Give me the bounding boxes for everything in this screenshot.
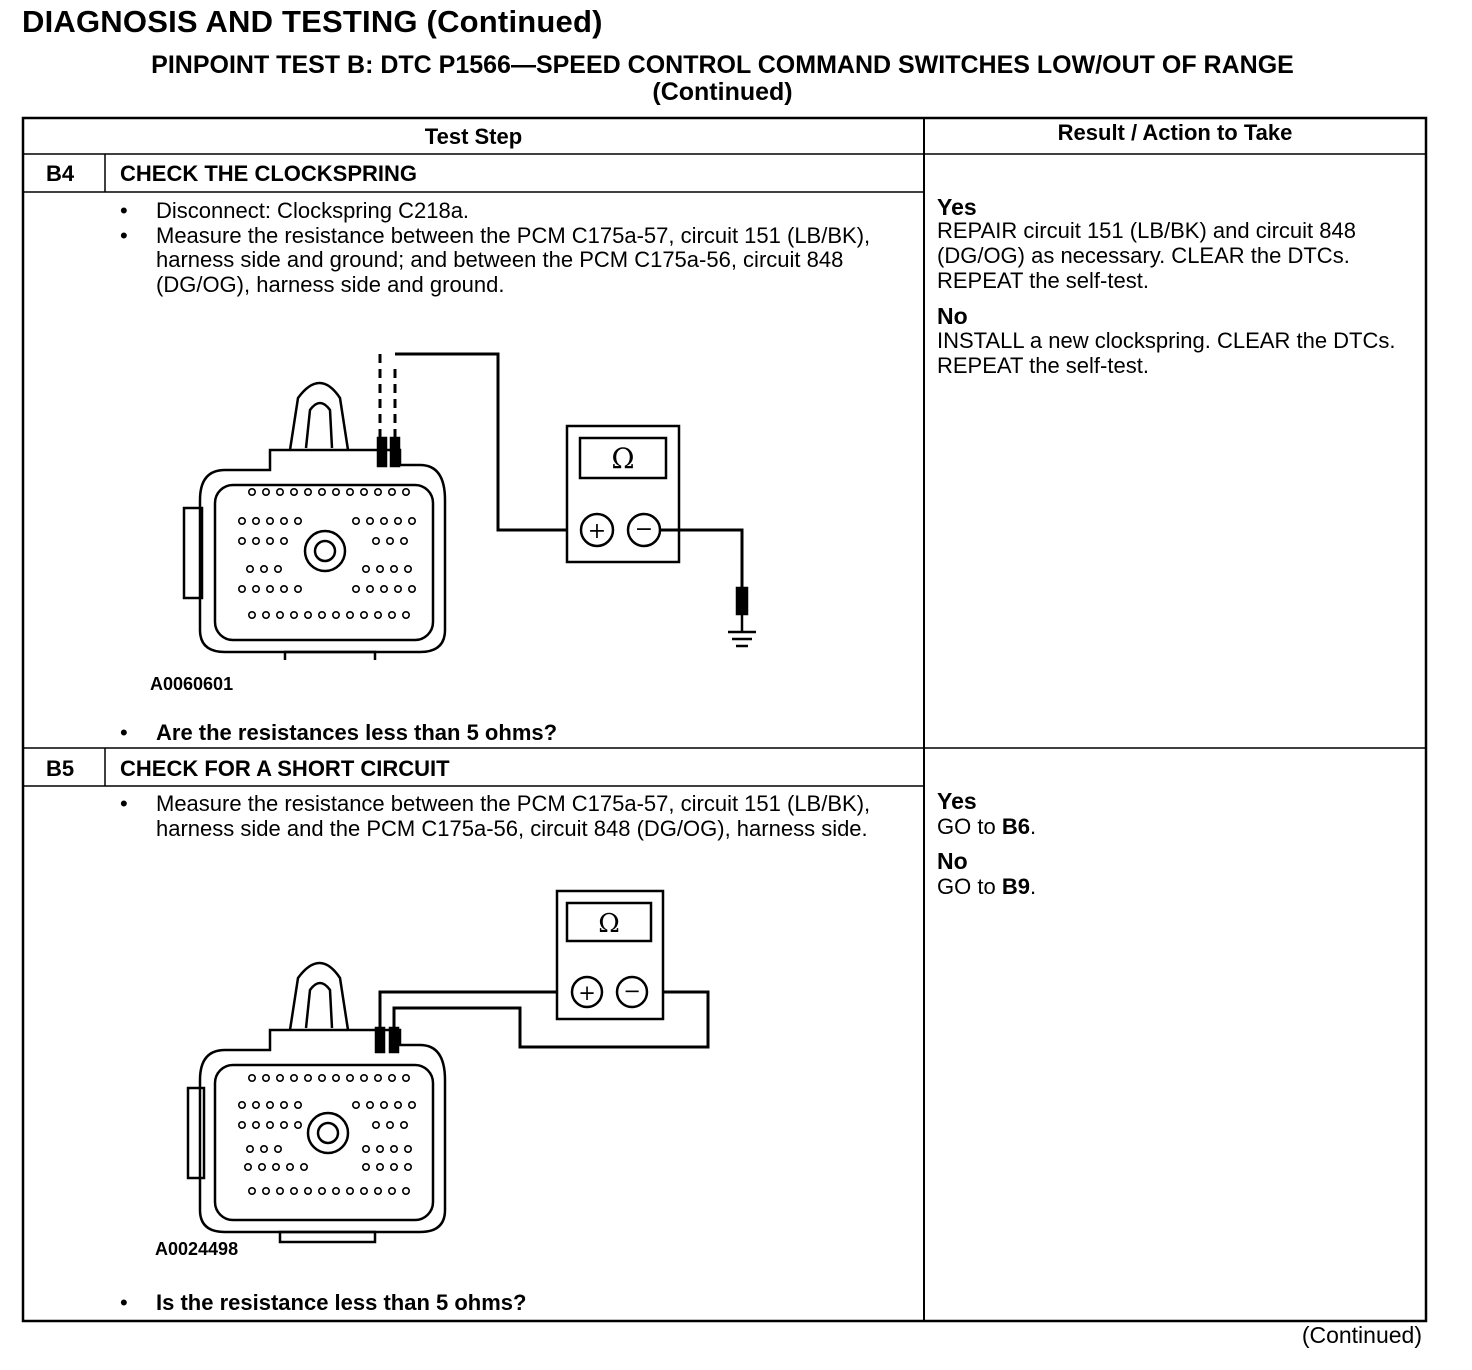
step-title-b5: CHECK FOR A SHORT CIRCUIT <box>120 756 450 781</box>
connector-center-post <box>306 1111 350 1155</box>
plus-symbol: + <box>578 981 596 1005</box>
pinpoint-test-title: PINPOINT TEST B: DTC P1566—SPEED CONTROL… <box>0 52 1445 106</box>
connector-lock-tab <box>288 381 350 451</box>
instruction-item: Measure the resistance between the PCM C… <box>118 791 898 841</box>
negative-lead <box>392 990 710 1049</box>
page-title: DIAGNOSIS AND TESTING (Continued) <box>22 4 603 39</box>
test-probes <box>374 1026 400 1054</box>
ohm-symbol: Ω <box>611 442 634 475</box>
connector-center-post <box>303 529 347 573</box>
go-to-target-b6[interactable]: B6 <box>1001 814 1030 839</box>
minus-symbol: − <box>635 517 653 542</box>
go-to-target-b9[interactable]: B9 <box>1001 874 1030 899</box>
result-yes-text-b4: REPAIR circuit 151 (LB/BK) and circuit 8… <box>937 218 1356 293</box>
result-no-label-b5: No <box>937 848 968 874</box>
plus-symbol: + <box>588 519 606 544</box>
positive-lead <box>395 352 575 532</box>
step-title-b4: CHECK THE CLOCKSPRING <box>120 161 418 186</box>
step-b4-instructions: Disconnect: Clockspring C218a. Measure t… <box>118 198 898 298</box>
instruction-item: Disconnect: Clockspring C218a. <box>118 198 898 224</box>
figure-b4-wiring-diagram: Ω + − <box>182 352 756 660</box>
figure-id-b4: A0060601 <box>150 674 234 694</box>
connector-body <box>198 448 447 654</box>
positive-lead <box>378 990 575 1028</box>
connector-body <box>198 1028 447 1234</box>
result-no-text-b4: INSTALL a new clockspring. CLEAR the DTC… <box>937 328 1396 378</box>
instruction-item: Measure the resistance between the PCM C… <box>118 223 898 298</box>
ohmmeter <box>565 424 681 564</box>
continued-footer: (Continued) <box>1301 1322 1422 1348</box>
figure-id-b5: A0024498 <box>155 1239 239 1259</box>
connector-pins <box>238 1074 417 1195</box>
ohmmeter <box>555 889 665 1021</box>
result-no-label-b4: No <box>937 303 968 329</box>
step-id-b4: B4 <box>46 161 75 186</box>
step-id-b5: B5 <box>46 756 75 781</box>
connector-lock-tab <box>288 961 350 1031</box>
figure-b5-wiring-diagram: Ω + − <box>186 889 710 1244</box>
go-to-text: GO to <box>937 814 996 839</box>
go-to-text: GO to <box>937 874 996 899</box>
test-title-line1: PINPOINT TEST B: DTC P1566—SPEED CONTROL… <box>151 51 1294 79</box>
negative-lead <box>660 528 744 590</box>
result-yes-label-b5: Yes <box>937 788 977 814</box>
test-probes <box>376 436 401 468</box>
ground-probe-icon <box>728 586 756 648</box>
question-b4: Are the resistances less than 5 ohms? <box>118 720 557 746</box>
ohm-symbol: Ω <box>598 909 620 939</box>
step-b5-instructions: Measure the resistance between the PCM C… <box>118 791 898 841</box>
question-b5: Is the resistance less than 5 ohms? <box>118 1290 526 1316</box>
test-title-line2: (Continued) <box>652 78 793 106</box>
connector-pins <box>238 488 417 619</box>
result-yes-text-b5: GO to B6. <box>937 814 1037 839</box>
column-header-result: Result / Action to Take <box>1057 120 1293 145</box>
result-no-text-b5: GO to B9. <box>937 874 1037 899</box>
column-header-test-step: Test Step <box>424 124 523 149</box>
minus-symbol: − <box>623 979 641 1003</box>
result-yes-label-b4: Yes <box>937 194 977 220</box>
